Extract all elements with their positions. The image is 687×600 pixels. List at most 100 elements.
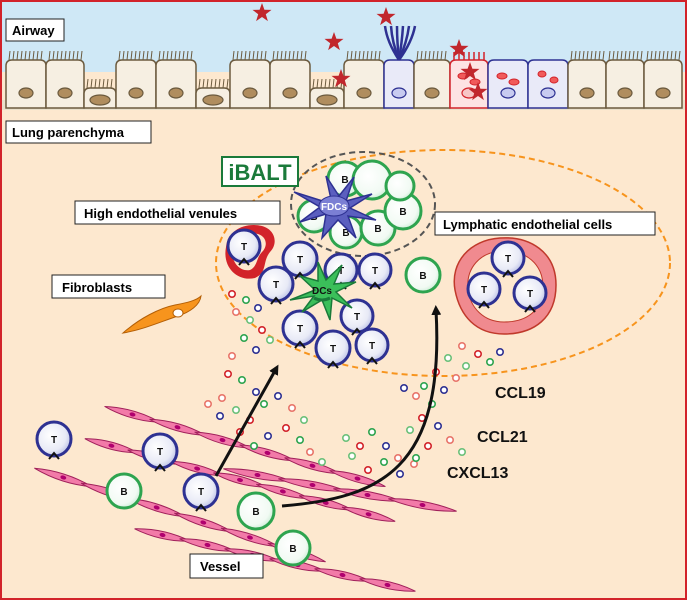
- b-cell-label: B: [120, 487, 127, 498]
- chemokine-dot: [451, 373, 460, 382]
- t-cell: T: [257, 265, 295, 305]
- t-cell-label: T: [527, 289, 533, 300]
- chemokine-dot: [439, 385, 448, 394]
- antigen-star-icon: [331, 69, 351, 88]
- t-cell-label: T: [51, 435, 57, 446]
- chemokine-dot: [224, 369, 233, 378]
- t-cell-label: T: [505, 254, 511, 265]
- chemokine-dot: [405, 425, 414, 434]
- cxcl13-label: CXCL13: [447, 465, 508, 482]
- antigen-star-icon: [449, 39, 469, 58]
- epithelial-cell: [413, 50, 451, 109]
- t-cell: T: [281, 309, 319, 349]
- b-cell: B: [404, 256, 442, 294]
- chemokine-dot: [246, 315, 255, 324]
- chemokine-dot: [240, 333, 249, 342]
- epithelial-cell: [449, 52, 489, 109]
- b-cell-label: B: [374, 224, 381, 235]
- epithelial-cell: [229, 50, 271, 109]
- chemokine-dot: [355, 441, 364, 450]
- antigen-star-icon: [324, 32, 344, 51]
- airway-label-text: Airway: [12, 23, 55, 38]
- chemokine-dot: [461, 361, 470, 370]
- t-cell: T: [141, 432, 179, 472]
- t-cell-label: T: [157, 447, 163, 458]
- epithelial-cell: [115, 50, 157, 109]
- chemokine-dot: [265, 335, 274, 344]
- b-cell: B: [236, 491, 276, 531]
- b-cell-label: B: [341, 175, 348, 186]
- chemokine-dot: [263, 431, 272, 440]
- t-cell: T: [35, 420, 73, 460]
- chemokine-dot: [228, 351, 237, 360]
- b-cell-label: B: [399, 207, 406, 218]
- ccl21-label: CCL21: [477, 429, 528, 446]
- chemokine-dot: [218, 393, 227, 402]
- t-cell: T: [354, 327, 390, 365]
- t-cell-label: T: [297, 324, 303, 335]
- chemokine-dot: [445, 435, 454, 444]
- b-cell-follicle-boundary: [290, 151, 436, 257]
- t-cell-label: T: [241, 242, 247, 253]
- t-cell-label: T: [297, 255, 303, 266]
- chemokine-dot: [341, 433, 350, 442]
- chemokine-dot: [393, 453, 402, 462]
- endothelial-cell: [359, 578, 416, 592]
- lymphatic-label: Lymphatic endothelial cells: [434, 211, 656, 236]
- b-cell: B: [274, 529, 312, 567]
- hev-label: High endothelial venules: [74, 200, 281, 225]
- epithelial-cell: [527, 59, 569, 109]
- t-cell-label: T: [369, 341, 375, 352]
- chemokine-dot: [242, 295, 251, 304]
- antigen-star-icon: [460, 62, 480, 81]
- t-cell-label: T: [354, 312, 360, 323]
- lymphatic-label-text: Lymphatic endothelial cells: [443, 217, 612, 232]
- epithelial-cell: [45, 50, 85, 109]
- antigen-stars: [252, 3, 488, 101]
- b-cell-migration-arrow: [281, 305, 442, 508]
- chemokine-dot: [433, 421, 442, 430]
- chemokine-dot: [443, 353, 452, 362]
- chemokine-dot: [473, 349, 482, 358]
- t-cell: T: [512, 275, 548, 313]
- airway-label: Airway: [5, 18, 65, 42]
- fibroblast-cell: [121, 294, 202, 334]
- fdc-cell: FDCs: [293, 175, 377, 241]
- chemokine-dot: [281, 423, 290, 432]
- b-cell: B: [105, 472, 143, 510]
- fdc-label: FDCs: [321, 202, 348, 213]
- fibroblasts-label-text: Fibroblasts: [62, 280, 132, 295]
- t-cell: T: [339, 298, 375, 336]
- t-cell: T: [314, 329, 352, 369]
- b-cell-label: B: [342, 228, 349, 239]
- fibroblasts-label: Fibroblasts: [51, 274, 166, 299]
- t-cell-label: T: [338, 266, 344, 277]
- chemokine-dot: [273, 391, 282, 400]
- chemokine-dot: [238, 375, 247, 384]
- ibalt-boundary: [215, 149, 671, 377]
- chemokine-dot: [399, 383, 408, 392]
- dc-cell: DCs: [289, 261, 357, 321]
- airway-epithelium: [2, 25, 685, 110]
- lung-parenchyma-label-text: Lung parenchyma: [12, 125, 125, 140]
- epithelial-cell: [343, 50, 385, 109]
- chemokine-dot: [259, 399, 268, 408]
- chemokine-dot: [232, 307, 241, 316]
- chemokine-dot: [379, 457, 388, 466]
- chemokine-dot: [411, 391, 420, 400]
- ibalt-label-text: iBALT: [228, 160, 292, 185]
- chemokine-dot: [305, 447, 314, 456]
- chemokine-dot: [232, 405, 241, 414]
- chemokine-dot: [363, 465, 372, 474]
- epithelial-cell: [643, 50, 683, 109]
- epithelial-cell: [605, 50, 645, 109]
- chemokine-dot: [299, 415, 308, 424]
- chemokine-dot: [317, 457, 326, 466]
- chemokine-dot: [395, 469, 404, 478]
- chemokine-dot: [257, 325, 266, 334]
- epithelial-cell: [155, 50, 197, 109]
- t-cell: T: [357, 252, 393, 290]
- t-cell: T: [466, 271, 502, 309]
